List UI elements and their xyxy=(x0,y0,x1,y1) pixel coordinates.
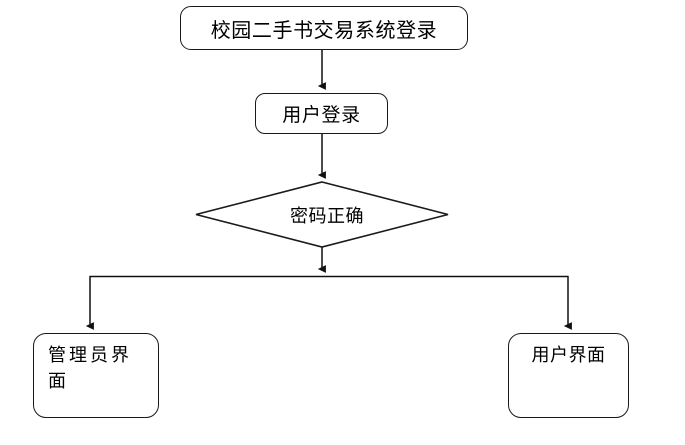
node-user-interface: 用户界面 xyxy=(508,333,629,418)
node-password-correct-label: 密码正确 xyxy=(290,206,364,227)
node-system-login-title: 校园二手书交易系统登录 xyxy=(180,6,468,50)
node-user-login: 用户登录 xyxy=(255,93,388,134)
node-admin-interface: 管理员界面 xyxy=(33,333,159,418)
